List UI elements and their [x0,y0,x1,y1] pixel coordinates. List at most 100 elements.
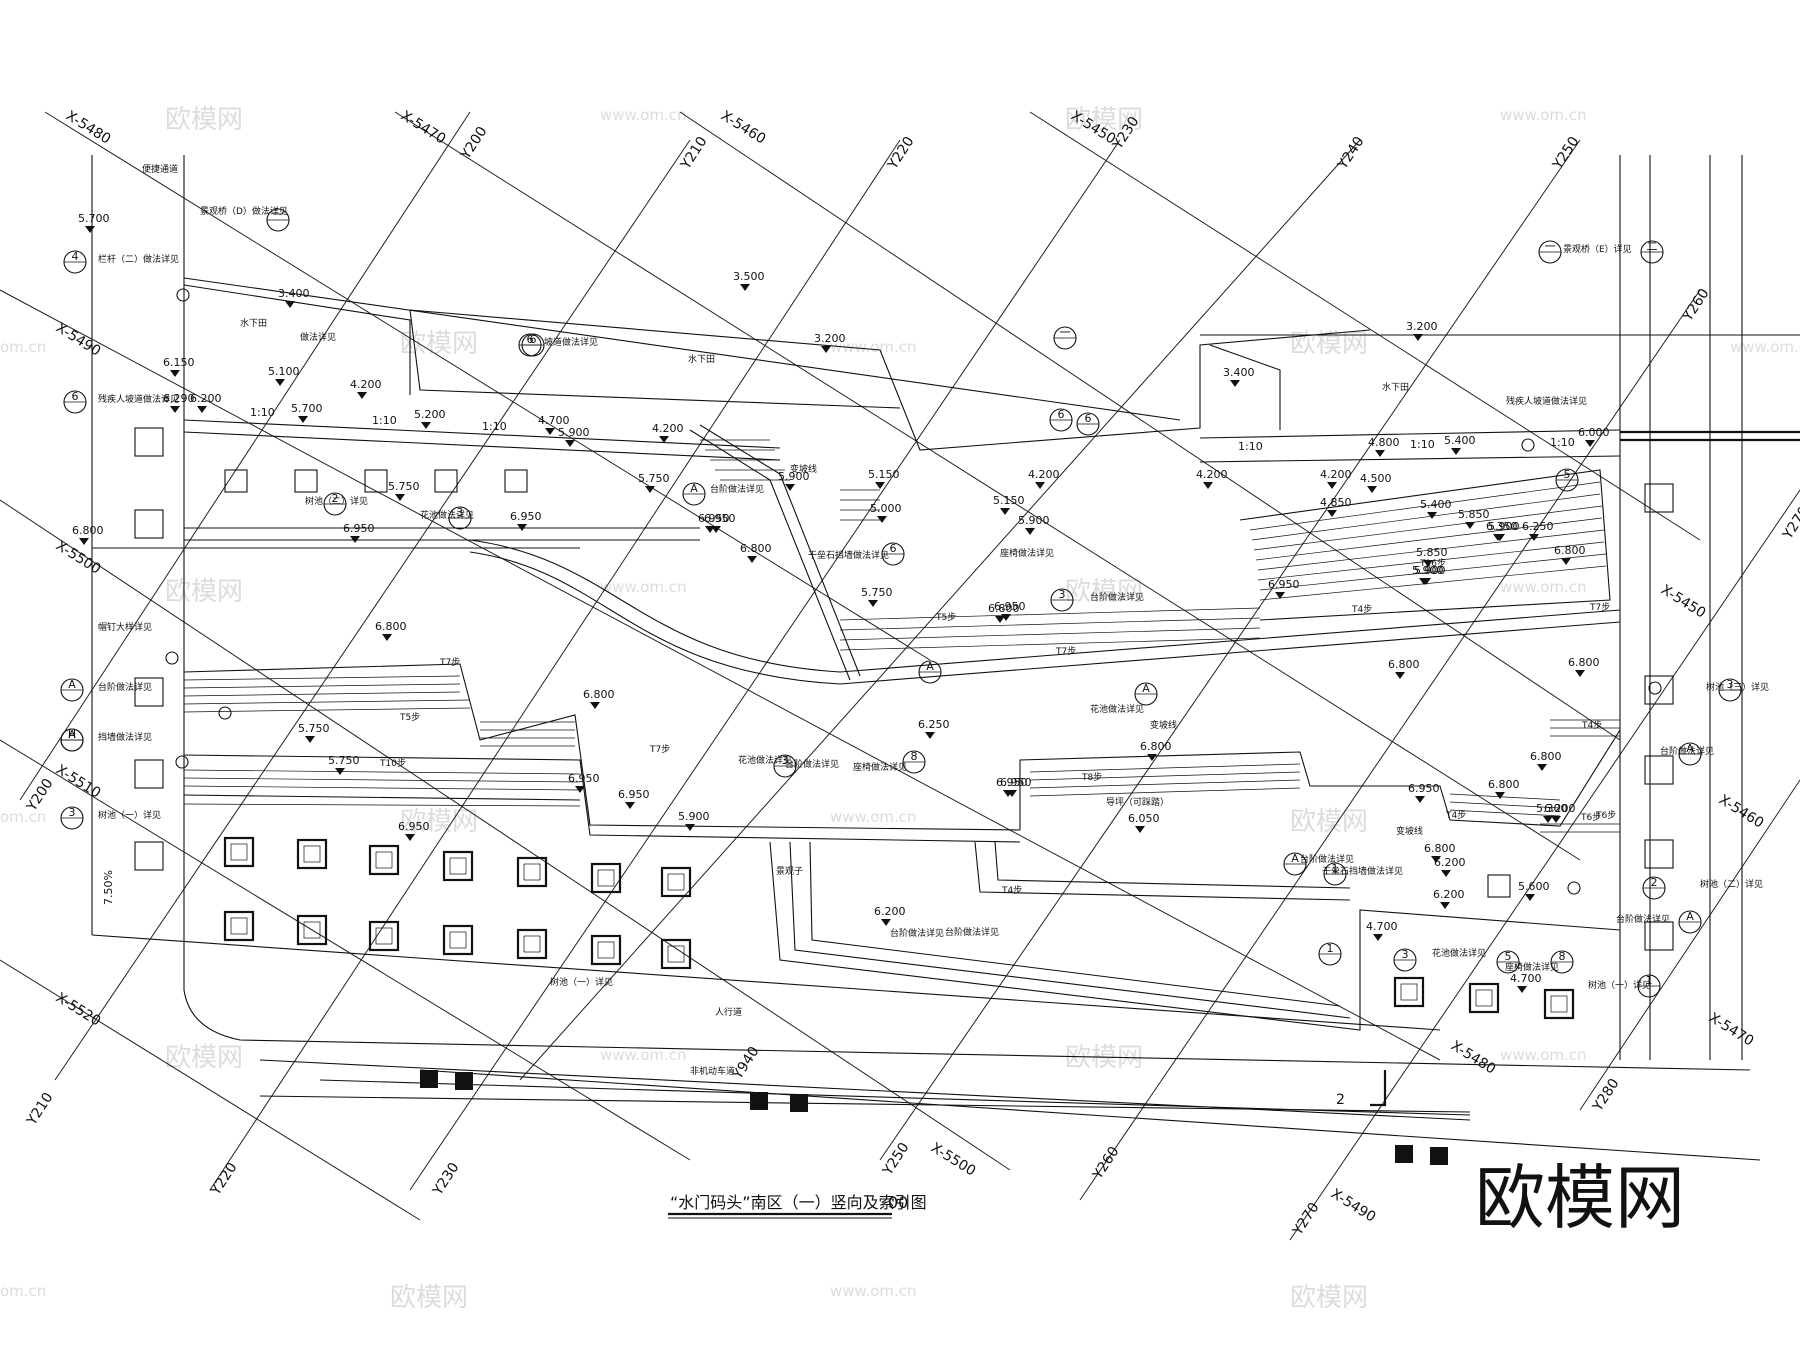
drawing-note: T7步 [439,657,460,668]
tree-pit-square [434,469,458,493]
title-block: “水门码头”南区（一）竖向及索引图 00 欧模网 [668,1157,1685,1239]
index-mark: A [60,678,84,702]
elevation-triangle [659,436,669,443]
post-circle [218,706,232,720]
index-mark: 1 [1323,862,1347,886]
elevation-triangle [995,616,1005,623]
index-number: 一 [1060,326,1071,339]
ramp-grade-label: 7.50% [102,870,115,905]
tree-pit-square [504,469,528,493]
drawing-note: T10步 [379,758,406,769]
elevation-triangle [545,428,555,435]
road-edge [259,1059,1471,1121]
watermark-logo: 欧模网 [400,329,478,359]
grid-label: Y220 [884,134,917,173]
elevation-triangle [1415,796,1425,803]
elevation-label: 6.950 [398,820,430,833]
elevation-triangle [925,732,935,739]
elevation-marker: 5.750 [861,586,893,607]
elevation-marker: 5.900 [1018,514,1050,535]
elevation-triangle [1585,440,1595,447]
elevation-label: 6.050 [1128,812,1160,825]
elevation-triangle [1275,592,1285,599]
drawing-note: 导坪（可踩踏） [1106,796,1169,808]
drawing-note: 树池（二）详见 [305,495,368,507]
elevation-triangle [1367,486,1377,493]
elevation-label: 5.750 [328,754,360,767]
water-field-outline [409,309,901,409]
elevation-triangle [1440,902,1450,909]
watermark-url: www.om.cn [830,338,917,356]
elevation-triangle [1537,764,1547,771]
elevation-triangle [1465,522,1475,529]
elevation-triangle [590,702,600,709]
elevation-triangle [1135,826,1145,833]
drawing-note: 座椅做法详见 [1000,547,1054,559]
elevation-triangle [1147,754,1157,761]
elevation-label: 6.200 [1544,802,1576,815]
elevation-triangle [1427,512,1437,519]
index-number: 2 [332,492,339,505]
watermark-url: www.om.cn [1730,338,1800,356]
elevation-label: 5.850 [1458,508,1490,521]
elevation-label: 6.950 [996,776,1028,789]
drawing-note: 台阶做法详见 [1090,591,1144,603]
elevation-label: 5.750 [861,586,893,599]
elevation-triangle [1203,482,1213,489]
elevation-marker: 5.900 [558,426,590,447]
elevation-marker: 4.200 [1028,468,1060,489]
grid-label: Y260 [1089,1144,1122,1183]
elevation-triangle [1561,558,1571,565]
elevation-label: 5.300 [1536,802,1568,815]
drawing-note: 便捷通道 [142,163,178,175]
elevation-triangle [881,919,891,926]
elevation-marker: 5.400 [1420,498,1452,519]
index-number: 5 [1564,468,1571,481]
index-number: 6 [890,542,897,555]
drawing-note: T6步 [1580,812,1601,823]
road-edge [419,1069,1761,1161]
elevation-label: 5.000 [870,502,902,515]
elevation-marker: 5.100 [268,365,300,386]
index-number: 二 [1647,240,1658,253]
elevation-label: 5.900 [678,810,710,823]
elevation-triangle [1007,790,1017,797]
elevation-marker: 5.850 [1416,546,1448,567]
elevation-label: 6.200 [190,392,222,405]
terrace-outline [789,841,1351,1019]
index-number: 8 [1559,950,1566,963]
tree-pit-square [134,841,164,871]
elevation-label: 6.800 [740,542,772,555]
elevation-marker: 5.150 [993,494,1025,515]
elevation-marker: 6.950 [1408,782,1440,803]
tree-pit-square [1644,675,1674,705]
elevation-label: 5.700 [78,212,110,225]
elevation-triangle [785,484,795,491]
elevation-label: 5.900 [1018,514,1050,527]
index-number: 6 [527,333,534,346]
grid-line [0,959,421,1221]
elevation-marker: 6.250 [918,718,950,739]
drawing-note: 台阶做法详见 [1616,913,1670,925]
elevation-triangle [1441,870,1451,877]
elevation-marker: 5.850 [1458,508,1490,529]
drawing-note: T4步 [1001,885,1022,896]
elevation-label: 4.200 [1028,468,1060,481]
watermark-logo: 欧模网 [165,105,243,135]
elevation-label: 6.800 [1424,842,1456,855]
index-number: A [690,482,698,495]
elevation-triangle [1413,334,1423,341]
grid-label: Y250 [879,1140,912,1179]
elevation-marker: 6.200 [1544,802,1576,823]
drawing-note: 干垒石挡墙做法详见 [1322,865,1403,877]
elevation-marker: 6.000 [1578,426,1610,447]
elevation-label: 6.250 [1522,520,1554,533]
grid-line [209,139,901,1191]
elevation-label: 5.400 [1444,434,1476,447]
drawing-note: 台阶做法详见 [945,926,999,938]
grid-label: Y220 [207,1160,240,1199]
drawing-note: T7步 [649,744,670,755]
grid-line [44,111,931,661]
